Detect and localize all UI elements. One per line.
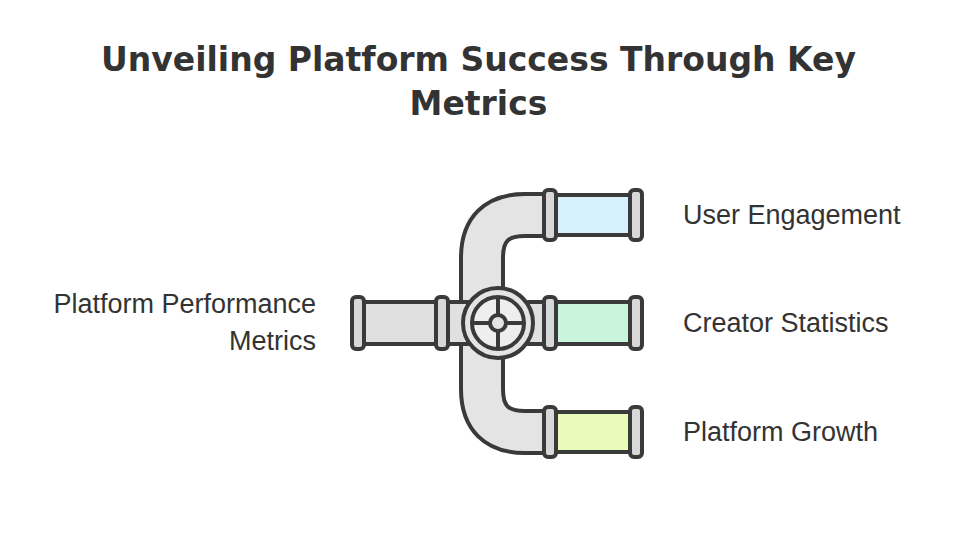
diagram-title: Unveiling Platform Success Through Key M… bbox=[80, 38, 877, 126]
pipe-label: Platform Performance Metrics bbox=[4, 286, 316, 360]
pipe-label: Creator Statistics bbox=[683, 305, 889, 342]
pipe-label: User Engagement bbox=[683, 197, 901, 234]
pipe-label: Platform Growth bbox=[683, 414, 878, 451]
